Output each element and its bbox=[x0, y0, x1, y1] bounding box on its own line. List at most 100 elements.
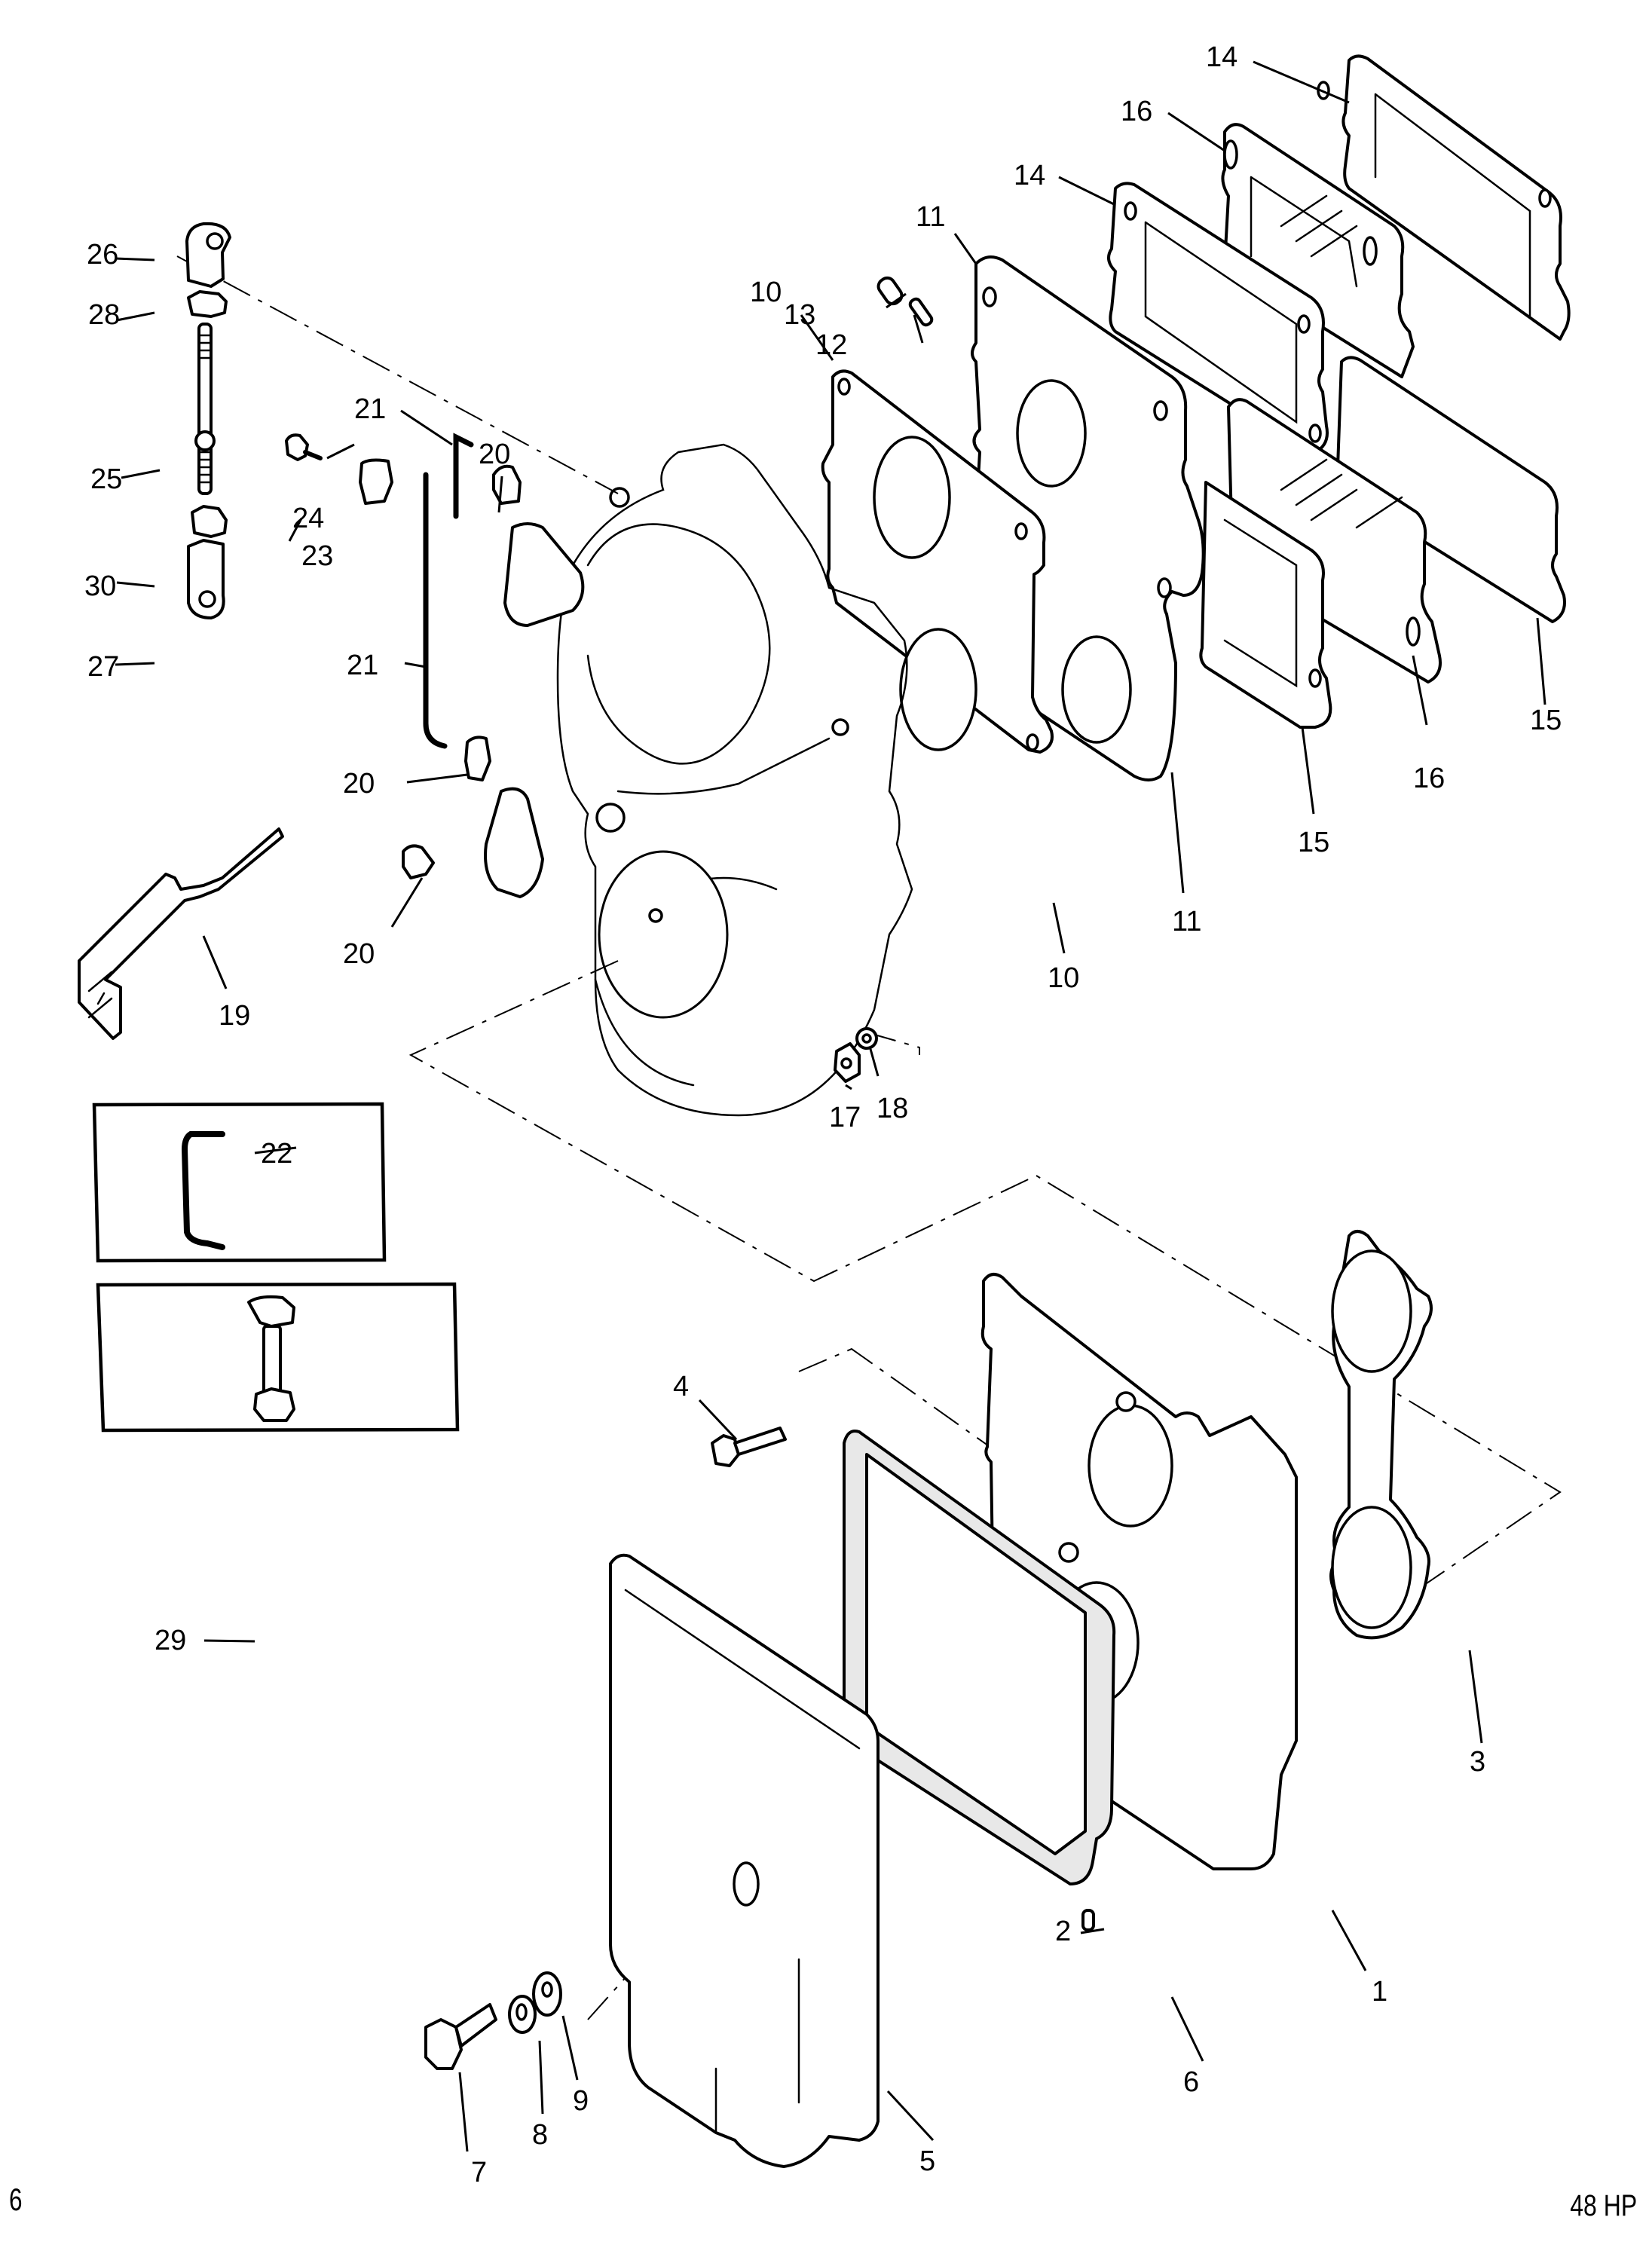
leader-line bbox=[1058, 176, 1116, 206]
callout-15-right: 15 bbox=[1530, 705, 1562, 736]
clip-20-top bbox=[492, 464, 522, 505]
choke-rod-22 bbox=[181, 1131, 225, 1250]
leader-line bbox=[913, 314, 924, 344]
leader-line bbox=[115, 257, 155, 261]
leader-line bbox=[1253, 60, 1350, 104]
inset-frame bbox=[96, 1282, 460, 1433]
nut-28 bbox=[187, 290, 228, 318]
callout-8: 8 bbox=[532, 2119, 548, 2151]
callout-15-lower: 15 bbox=[1298, 827, 1329, 858]
bolt-7 bbox=[424, 2018, 463, 2070]
carburetor-detail bbox=[586, 523, 831, 1087]
leader-line bbox=[1080, 1928, 1105, 1934]
callout-30: 30 bbox=[84, 570, 116, 602]
page-number: 6 bbox=[9, 2182, 23, 2217]
hole bbox=[1153, 400, 1168, 421]
callout-2: 2 bbox=[1055, 1916, 1071, 1947]
leader-line bbox=[326, 443, 355, 460]
callout-20-lower: 20 bbox=[343, 938, 375, 970]
leader-line bbox=[1170, 1996, 1204, 2062]
leader-line bbox=[406, 773, 468, 784]
leader-line bbox=[845, 1084, 852, 1090]
ball-socket-26 bbox=[185, 222, 231, 288]
reed-block-detail bbox=[1250, 176, 1358, 288]
reed-block-assembly bbox=[821, 54, 1571, 781]
leader-line bbox=[886, 2090, 935, 2142]
clip-20-lower bbox=[402, 844, 435, 879]
callout-10-lower: 10 bbox=[1048, 962, 1079, 994]
socket-hole bbox=[198, 590, 216, 608]
leader-line bbox=[254, 1146, 297, 1154]
hole bbox=[837, 378, 851, 396]
screw-24 bbox=[285, 433, 309, 461]
rod-collar bbox=[194, 430, 216, 451]
callout-11-lower: 11 bbox=[1172, 906, 1201, 937]
reed-gasket-lower-front bbox=[1199, 481, 1332, 729]
hole bbox=[1308, 668, 1322, 688]
callout-12: 12 bbox=[815, 329, 847, 361]
callout-28: 28 bbox=[88, 299, 120, 331]
leader-line bbox=[561, 2015, 579, 2081]
washer-hole bbox=[541, 1981, 553, 1998]
linkage-rod-assembly bbox=[185, 222, 231, 619]
callout-14-top: 14 bbox=[1206, 41, 1237, 73]
leader-line bbox=[400, 409, 453, 446]
leader-line bbox=[116, 581, 155, 588]
gasket-opening bbox=[1144, 221, 1298, 424]
leader-line bbox=[698, 1399, 738, 1441]
leader-line bbox=[1052, 902, 1066, 954]
pin-12 bbox=[908, 297, 934, 327]
hole bbox=[1297, 314, 1311, 334]
inset-frame bbox=[92, 1102, 387, 1263]
air-silencer-assembly bbox=[424, 1230, 1433, 2168]
callout-16-lower: 16 bbox=[1413, 763, 1445, 794]
hole bbox=[1026, 733, 1039, 751]
bolt-7-shank bbox=[454, 2003, 497, 2047]
callout-1: 1 bbox=[1372, 1976, 1387, 2008]
hole bbox=[1538, 188, 1552, 208]
port-opening bbox=[1061, 635, 1132, 744]
callout-4: 4 bbox=[673, 1371, 689, 1402]
callout-labels: 14 16 14 11 10 13 12 15 16 15 11 10 17 1… bbox=[84, 41, 1562, 2188]
nut-hole bbox=[840, 1057, 852, 1069]
leader-line bbox=[1167, 112, 1225, 152]
reed-block-upper bbox=[1221, 123, 1415, 378]
fitting bbox=[648, 908, 663, 923]
carburetor-outline bbox=[556, 443, 913, 1117]
callout-18: 18 bbox=[876, 1093, 908, 1124]
dashed-line bbox=[408, 960, 1562, 1591]
leader-line bbox=[1468, 1650, 1483, 1744]
leader-line bbox=[869, 1048, 880, 1077]
hole bbox=[1115, 1391, 1137, 1412]
link-rod-21-lower bbox=[423, 472, 448, 749]
callout-5: 5 bbox=[919, 2145, 935, 2177]
gasket-opening bbox=[1331, 1506, 1412, 1629]
fitting bbox=[831, 718, 849, 736]
reed-gasket-front bbox=[1107, 182, 1329, 454]
callout-21-upper: 21 bbox=[354, 393, 386, 425]
callout-7: 7 bbox=[471, 2157, 487, 2188]
leader-line bbox=[404, 662, 427, 668]
leader-line bbox=[1170, 772, 1185, 894]
hole bbox=[1157, 577, 1172, 598]
cover-detail bbox=[624, 1589, 861, 2134]
throttle-shaft-arm bbox=[503, 522, 585, 627]
port-opening bbox=[1088, 1404, 1173, 1528]
washer-hole bbox=[515, 2003, 528, 2021]
gasket-opening bbox=[1374, 93, 1531, 318]
inlet-hole bbox=[733, 1861, 760, 1907]
dashed-line bbox=[866, 1032, 920, 1055]
leader-line bbox=[116, 311, 155, 322]
callout-10-top: 10 bbox=[750, 277, 782, 308]
port-opening bbox=[1016, 379, 1087, 488]
callout-23: 23 bbox=[301, 540, 333, 572]
leader-line bbox=[886, 292, 907, 309]
leader-line bbox=[538, 2040, 544, 2115]
callout-19: 19 bbox=[219, 1000, 250, 1032]
callout-25: 25 bbox=[90, 463, 122, 495]
leader-line bbox=[497, 476, 503, 513]
leader-line bbox=[202, 935, 228, 989]
callout-9: 9 bbox=[573, 2085, 589, 2117]
inset-box-22 bbox=[92, 1102, 387, 1263]
